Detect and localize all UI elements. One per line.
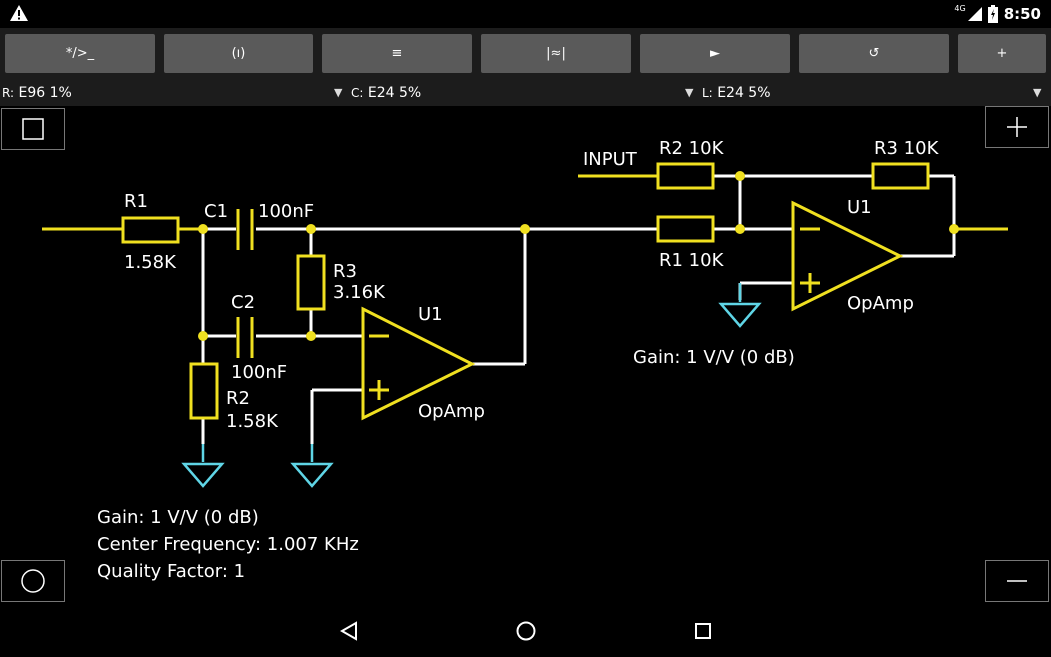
c1-name: C1 — [204, 201, 228, 222]
r3-value: 3.16K — [333, 282, 386, 303]
junction-dot — [520, 224, 530, 234]
inductor-tolerance-value: E24 5% — [717, 85, 771, 101]
junction-dot — [198, 224, 208, 234]
resistor-tolerance-select[interactable]: R: E96 1% — [2, 85, 72, 101]
run-button[interactable]: ► — [640, 34, 790, 73]
u1-type: OpAmp — [418, 401, 485, 422]
schematic-canvas[interactable]: R1 1.58K C1 100nF R3 3.16K C2 100nF R2 1… — [0, 106, 1051, 604]
code-button[interactable]: */>_ — [5, 34, 155, 73]
dropdown-arrow-icon[interactable]: ▼ — [334, 86, 343, 99]
resistor-r1 — [121, 216, 180, 244]
battery-icon — [987, 5, 998, 23]
recents-button[interactable] — [688, 616, 718, 646]
input-label: INPUT — [583, 149, 638, 170]
filter-type-button[interactable]: (ı) — [164, 34, 313, 73]
ground-icon — [718, 283, 762, 328]
capacitor-tolerance-value: E24 5% — [367, 85, 422, 101]
select-mode-button[interactable] — [1, 108, 65, 150]
circle-mode-button[interactable] — [1, 560, 65, 602]
r2-label: R2 10K — [659, 138, 725, 159]
opamp-u1 — [791, 200, 904, 312]
resistor-tolerance-value: E96 1% — [18, 85, 72, 101]
r3-name: R3 — [333, 261, 357, 282]
r2-name: R2 — [226, 388, 250, 409]
toolbar: */>_ (ı) ≡ |≈| ► ↺ + — [0, 28, 1051, 82]
capacitor-tolerance-select[interactable]: C: E24 5% — [351, 85, 422, 101]
inductor-tolerance-select[interactable]: L: E24 5% — [702, 85, 771, 101]
c2-name: C2 — [231, 292, 255, 313]
bandpass-circuit — [42, 209, 635, 488]
network-type-label: 4G — [954, 3, 966, 13]
junction-dot — [949, 224, 959, 234]
opamp-u1 — [361, 306, 476, 421]
r1-name: R1 — [124, 191, 148, 212]
tolerance-bar: R: E96 1% ▼ C: E24 5% ▼ L: E24 5% ▼ — [0, 82, 1051, 106]
home-button[interactable] — [511, 616, 541, 646]
circle-icon — [21, 569, 45, 593]
plus-icon — [1007, 117, 1027, 137]
r1-label: R1 10K — [659, 250, 725, 271]
junction-dot — [306, 331, 316, 341]
zoom-out-button[interactable] — [985, 560, 1049, 602]
recents-icon — [695, 623, 711, 639]
signal-icon — [967, 7, 982, 21]
quality-factor-text: Quality Factor: 1 — [97, 561, 245, 582]
junction-dot — [306, 224, 316, 234]
junction-dot — [735, 224, 745, 234]
ground-icon — [181, 444, 225, 488]
difference-amp-circuit — [578, 162, 1008, 328]
clock: 8:50 — [1003, 5, 1041, 23]
resistor-r3 — [296, 254, 326, 311]
c1-value: 100nF — [258, 201, 314, 222]
gain-text: Gain: 1 V/V (0 dB) — [97, 507, 259, 528]
c2-value: 100nF — [231, 362, 287, 383]
u1-name: U1 — [847, 197, 872, 218]
square-icon — [22, 118, 44, 140]
resistor-r2 — [656, 162, 715, 190]
resistor-r2 — [189, 362, 219, 420]
resistor-r3 — [871, 162, 930, 190]
zoom-in-button[interactable] — [985, 106, 1049, 148]
navigation-bar — [0, 604, 1051, 657]
junction-dot — [198, 331, 208, 341]
r3-label: R3 10K — [874, 138, 940, 159]
u1-type: OpAmp — [847, 293, 914, 314]
center-frequency-text: Center Frequency: 1.007 KHz — [97, 534, 359, 555]
add-button[interactable]: + — [958, 34, 1046, 73]
warning-icon — [10, 5, 28, 21]
dropdown-arrow-icon[interactable]: ▼ — [685, 86, 694, 99]
minus-icon — [1007, 580, 1027, 582]
ground-icon — [290, 444, 334, 488]
wires — [201, 227, 635, 444]
status-bar: 4G 8:50 — [0, 0, 1051, 28]
r2-value: 1.58K — [226, 411, 279, 432]
u1-name: U1 — [418, 304, 443, 325]
junction-dot — [735, 171, 745, 181]
dropdown-arrow-icon[interactable]: ▼ — [1033, 86, 1042, 99]
menu-button[interactable]: ≡ — [322, 34, 472, 73]
undo-button[interactable]: ↺ — [799, 34, 949, 73]
gain-text: Gain: 1 V/V (0 dB) — [633, 347, 795, 368]
back-button[interactable] — [334, 616, 364, 646]
back-icon — [339, 621, 357, 641]
r1-value: 1.58K — [124, 252, 177, 273]
resistor-r1 — [656, 215, 715, 243]
response-button[interactable]: |≈| — [481, 34, 631, 73]
home-icon — [516, 621, 536, 641]
